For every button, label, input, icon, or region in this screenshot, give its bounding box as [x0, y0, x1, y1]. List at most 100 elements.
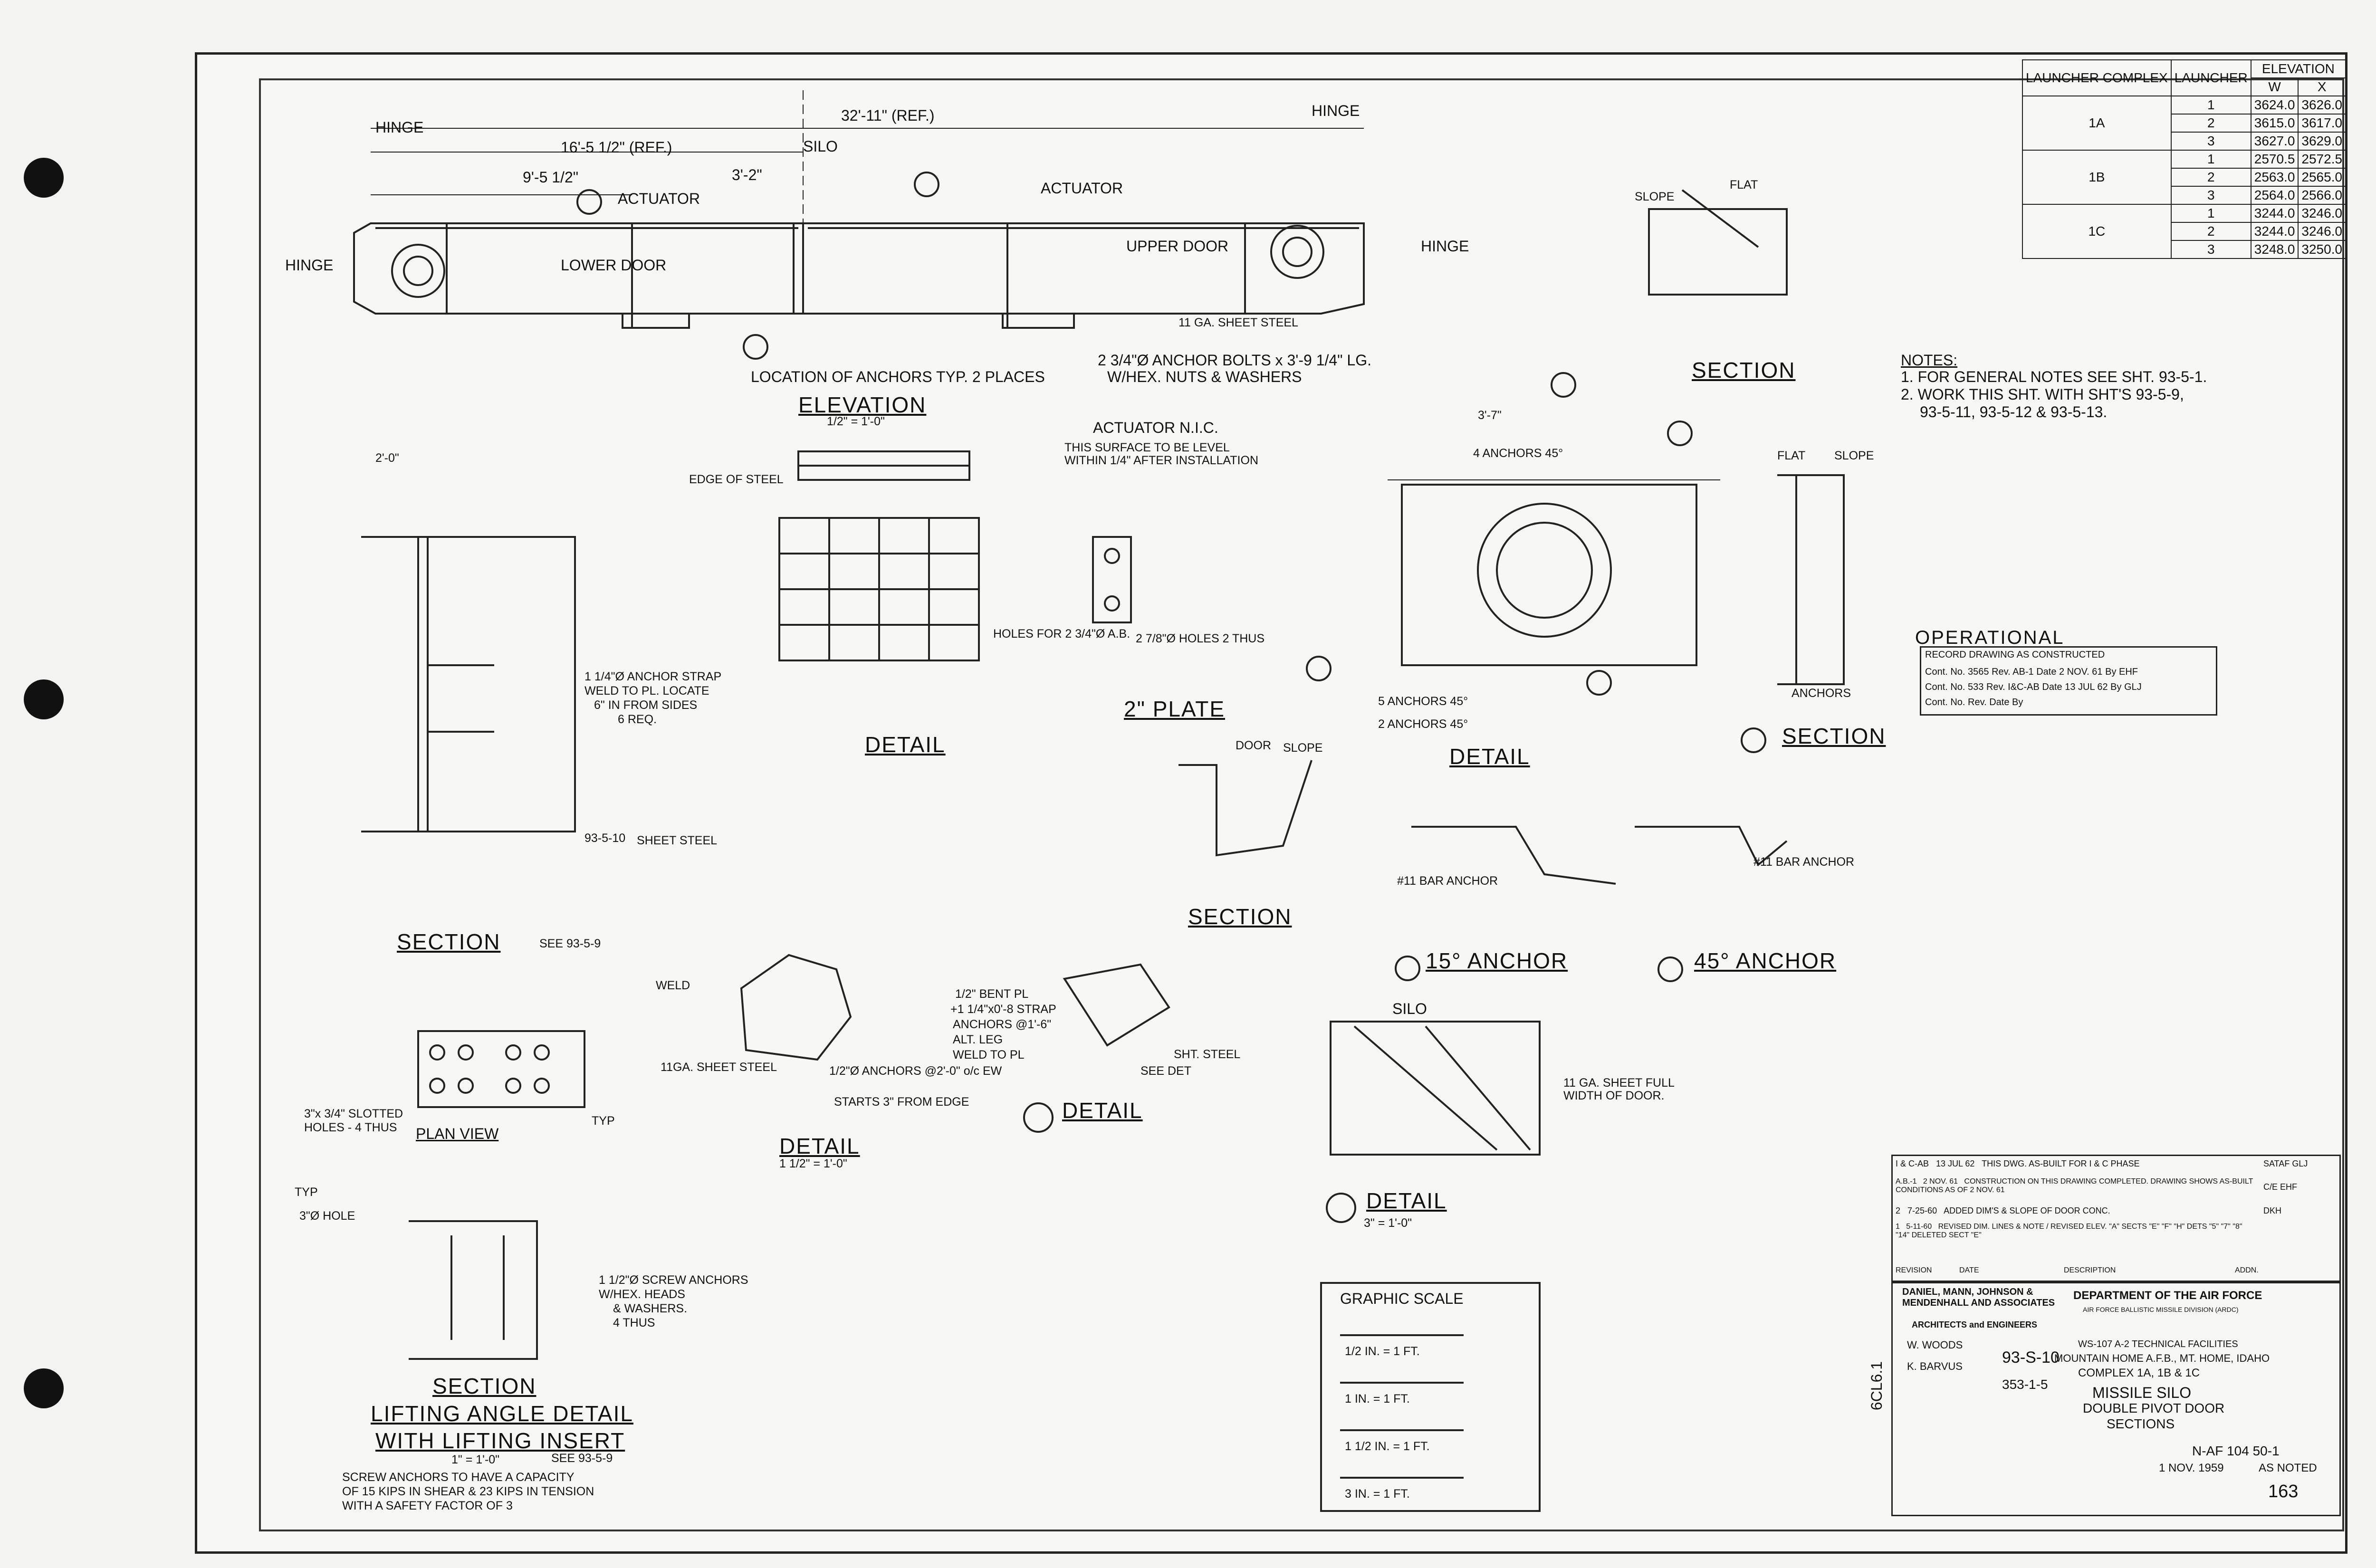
anchor-15-detail — [1411, 826, 1616, 885]
col-x: X — [2298, 77, 2347, 96]
detail-8-outline — [740, 954, 852, 1061]
table-cell: 2 — [2170, 114, 2251, 133]
surface-level-note: THIS SURFACE TO BE LEVEL — [1064, 441, 1230, 454]
detail-7-ring — [1477, 503, 1612, 638]
rev-id: I & C-AB — [1896, 1159, 1929, 1168]
table-cell: 3244.0 — [2250, 204, 2299, 223]
screw-anchors-label-4: 4 THUS — [613, 1316, 655, 1329]
note-1: 1. FOR GENERAL NOTES SEE SHT. 93-5-1. — [1901, 368, 2207, 385]
anchor-10-title: 45° ANCHOR — [1694, 948, 1837, 973]
detail-14-title: DETAIL — [1366, 1188, 1447, 1213]
detail-11-outline — [1063, 963, 1170, 1047]
rev-desc: REVISED DIM. LINES & NOTE / REVISED ELEV… — [1896, 1223, 2242, 1239]
flat-label: FLAT — [1730, 178, 1758, 191]
hinge-label-top: HINGE — [375, 119, 424, 136]
section-h-outline — [1777, 474, 1845, 685]
strap-label-4: WELD TO PL — [953, 1048, 1025, 1061]
plate-6 — [1092, 536, 1132, 623]
slope-label: SLOPE — [1635, 190, 1675, 203]
anchor-bolts-label: 2 3/4"Ø ANCHOR BOLTS x 3'-9 1/4" LG. — [1098, 352, 1371, 369]
drawn-by: W. WOODS — [1907, 1339, 1963, 1351]
elevation-title: ELEVATION — [798, 392, 927, 417]
rev-desc: ADDED DIM'S & SLOPE OF DOOR CONC. — [1944, 1206, 2110, 1215]
detail-8-scale: 1 1/2" = 1'-0" — [779, 1157, 847, 1170]
project-line-3: COMPLEX 1A, 1B & 1C — [2078, 1367, 2200, 1379]
detail-7-title: DETAIL — [1449, 744, 1530, 769]
section-12-scale: 1" = 1'-0" — [451, 1453, 500, 1466]
slotted-holes-label: 3"x 3/4" SLOTTED HOLES - 4 THUS — [304, 1107, 403, 1134]
edge-of-steel-label: EDGE OF STEEL — [689, 473, 784, 486]
rev-date: 5-11-60 — [1906, 1223, 1932, 1231]
drawing-sheet — [195, 52, 2347, 1554]
plan-view-plate — [417, 1030, 585, 1108]
notes-title: NOTES: — [1901, 352, 1958, 369]
table-cell: 2563.0 — [2250, 168, 2299, 187]
holes-2-label: 2 7/8"Ø HOLES 2 THUS — [1136, 632, 1265, 645]
anchors-ew-label-2: STARTS 3" FROM EDGE — [834, 1095, 969, 1109]
silo-centerline-label: SILO — [803, 138, 838, 155]
elevation-table: LAUNCHER COMPLEX LAUNCHER ELEVATION W X … — [2022, 59, 2347, 259]
rev-row-2-by: C/E EHF — [2263, 1182, 2297, 1192]
section-f-outline — [1178, 760, 1313, 857]
firm-subtitle: ARCHITECTS and ENGINEERS — [1912, 1320, 2038, 1329]
table-cell: 2 — [2170, 168, 2251, 187]
rev-desc: THIS DWG. AS-BUILT FOR I & C PHASE — [1982, 1159, 2140, 1168]
sheet-number: 93-S-10 — [2002, 1348, 2060, 1367]
lower-door-label: LOWER DOOR — [561, 257, 667, 274]
stamp-row-1: Cont. No. 3565 Rev. AB-1 Date 2 NOV. 61 … — [1925, 667, 2138, 677]
see-detail-label: SEE DET — [1140, 1064, 1191, 1078]
anchor-9-title: 15° ANCHOR — [1426, 948, 1568, 973]
stamp-row-3: Cont. No. Rev. Date By — [1925, 697, 2023, 708]
typ-label: TYP — [592, 1114, 615, 1128]
drawing-title-1: MISSILE SILO — [2092, 1384, 2192, 1401]
sheet-steel-label: 11 GA. SHEET STEEL — [1178, 316, 1298, 329]
plan-view-title: PLAN VIEW — [416, 1125, 499, 1142]
drawing-title-3: SECTIONS — [2107, 1416, 2175, 1431]
anchor-strap-label-3: 6" IN FROM SIDES — [594, 698, 698, 712]
screw-note-1: SCREW ANCHORS TO HAVE A CAPACITY — [342, 1471, 575, 1484]
detail-8-title: DETAIL — [779, 1134, 860, 1158]
upper-door-label: UPPER DOOR — [1126, 238, 1229, 255]
section-g-outline — [1648, 208, 1788, 296]
door-elevation-outline — [353, 222, 1365, 315]
sheet-full-label-2: WIDTH OF DOOR. — [1563, 1089, 1665, 1102]
anchor-location-label: LOCATION OF ANCHORS TYP. 2 PLACES — [751, 368, 1045, 385]
actuator-nic-label: ACTUATOR N.I.C. — [1093, 419, 1218, 436]
rev-by: SATAF — [2263, 1159, 2290, 1168]
detail-ref-935-10: 93-5-10 — [584, 832, 626, 845]
screw-anchors-label-3: & WASHERS. — [613, 1302, 688, 1315]
rev-row-3: 2 7-25-60 ADDED DIM'S & SLOPE OF DOOR CO… — [1896, 1206, 2110, 1216]
hole-3-label: 3"Ø HOLE — [299, 1209, 355, 1223]
operational-stamp: RECORD DRAWING AS CONSTRUCTED Cont. No. … — [1920, 646, 2217, 716]
lifting-angle-section — [409, 1220, 538, 1360]
table-cell: 1 — [2170, 150, 2251, 169]
table-cell: 1 — [2170, 96, 2251, 115]
section-g-title: SECTION — [1692, 358, 1796, 382]
table-cell: 3 — [2170, 186, 2251, 205]
flat-label-h: FLAT — [1777, 449, 1806, 462]
table-cell: 1A — [2022, 96, 2172, 151]
slope-label-h: SLOPE — [1834, 449, 1874, 462]
stamp-record: RECORD DRAWING AS CONSTRUCTED — [1925, 650, 2105, 660]
graphic-scale-4: 3 IN. = 1 FT. — [1345, 1487, 1410, 1501]
detail-5-title: DETAIL — [865, 732, 946, 757]
screw-note-2: OF 15 KIPS IN SHEAR & 23 KIPS IN TENSION — [342, 1485, 594, 1498]
graphic-scale-title: GRAPHIC SCALE — [1340, 1290, 1464, 1307]
anchor-strap-label: 1 1/4"Ø ANCHOR STRAP — [584, 670, 722, 683]
drawing-title-2: DOUBLE PIVOT DOOR — [2083, 1401, 2225, 1415]
drawing-scale: AS NOTED — [2259, 1462, 2317, 1474]
screw-note-3: WITH A SAFETY FACTOR OF 3 — [342, 1499, 513, 1512]
rev-id: A.B.-1 — [1896, 1177, 1917, 1186]
table-cell: 1B — [2022, 150, 2172, 205]
strap-label: +1 1/4"x0'-8 STRAP — [950, 1003, 1056, 1016]
table-cell: 2565.0 — [2298, 168, 2347, 187]
table-cell: 3 — [2170, 240, 2251, 259]
table-cell: 3629.0 — [2298, 132, 2347, 151]
silo-label-14: SILO — [1392, 1000, 1427, 1017]
